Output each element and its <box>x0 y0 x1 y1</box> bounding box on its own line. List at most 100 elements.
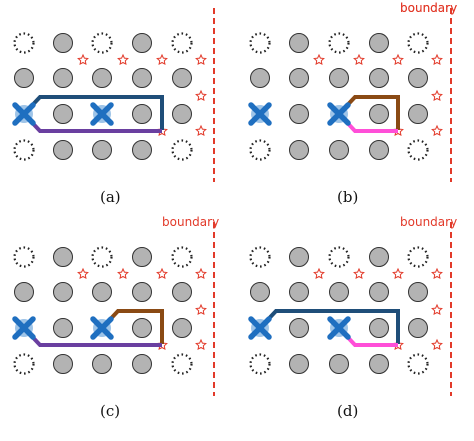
filled-node <box>53 282 73 302</box>
filled-node <box>172 318 192 338</box>
filled-node <box>132 282 152 302</box>
filled-node <box>289 104 309 124</box>
filled-node <box>369 140 389 160</box>
star-site <box>195 89 207 102</box>
star-site <box>156 53 168 66</box>
open-node <box>91 32 113 54</box>
filled-node <box>289 247 309 267</box>
filled-node <box>53 33 73 53</box>
filled-node <box>250 282 270 302</box>
star-site <box>431 303 443 316</box>
filled-node <box>132 247 152 267</box>
panel-caption: (d) <box>337 402 358 420</box>
filled-node <box>289 282 309 302</box>
filled-node <box>53 354 73 374</box>
open-node <box>13 246 35 268</box>
filled-node <box>289 140 309 160</box>
filled-node <box>14 68 34 88</box>
filled-node <box>369 68 389 88</box>
star-site <box>431 267 443 280</box>
filled-node <box>369 282 389 302</box>
open-node <box>407 246 429 268</box>
lattice <box>249 32 429 161</box>
star-sites <box>313 53 443 137</box>
open-node <box>171 139 193 161</box>
filled-node <box>369 247 389 267</box>
open-node <box>328 246 350 268</box>
lattice <box>13 246 193 375</box>
x-mark-icon <box>90 316 114 340</box>
star-site <box>431 338 443 351</box>
panel-caption: (a) <box>100 188 121 206</box>
filled-node <box>132 33 152 53</box>
star-site <box>431 124 443 137</box>
star-site <box>392 267 404 280</box>
filled-node <box>369 104 389 124</box>
boundary-label: boundary <box>400 1 457 15</box>
open-node <box>91 246 113 268</box>
boundary-label: boundary <box>162 215 219 229</box>
open-node <box>328 32 350 54</box>
open-node <box>407 139 429 161</box>
open-node <box>249 139 271 161</box>
filled-node <box>53 68 73 88</box>
x-mark-icon <box>90 102 114 126</box>
star-site <box>156 267 168 280</box>
filled-node <box>329 68 349 88</box>
filled-node <box>53 247 73 267</box>
panel-caption: (c) <box>100 402 120 420</box>
boundary-label: boundary <box>400 215 457 229</box>
open-node <box>171 32 193 54</box>
filled-node <box>172 68 192 88</box>
open-node <box>13 32 35 54</box>
open-node <box>249 353 271 375</box>
star-site <box>77 267 89 280</box>
filled-node <box>132 140 152 160</box>
filled-node <box>53 104 73 124</box>
filled-node <box>92 68 112 88</box>
star-site <box>195 303 207 316</box>
star-site <box>195 267 207 280</box>
open-node <box>249 32 271 54</box>
star-site <box>353 53 365 66</box>
star-site <box>117 53 129 66</box>
filled-node <box>289 354 309 374</box>
boundary-label: boundary <box>400 1 457 15</box>
filled-node <box>132 68 152 88</box>
star-site <box>195 53 207 66</box>
open-node <box>249 246 271 268</box>
x-mark-icon <box>12 316 36 340</box>
star-site <box>431 53 443 66</box>
filled-node <box>408 318 428 338</box>
lattice <box>13 32 193 161</box>
panel-b: boundary <box>248 1 457 206</box>
filled-node <box>172 104 192 124</box>
star-site <box>353 267 365 280</box>
filled-node <box>369 33 389 53</box>
filled-node <box>369 354 389 374</box>
filled-node <box>250 68 270 88</box>
filled-node <box>369 318 389 338</box>
open-node <box>13 139 35 161</box>
filled-node <box>132 318 152 338</box>
filled-node <box>53 140 73 160</box>
panel-a: boundary <box>12 1 457 206</box>
open-node <box>171 353 193 375</box>
filled-node <box>53 318 73 338</box>
filled-node <box>14 282 34 302</box>
lattice <box>249 246 429 375</box>
filled-node <box>289 68 309 88</box>
open-node <box>407 353 429 375</box>
star-site <box>117 267 129 280</box>
filled-node <box>172 282 192 302</box>
star-site <box>195 124 207 137</box>
filled-node <box>329 354 349 374</box>
star-site <box>195 338 207 351</box>
filled-node <box>289 318 309 338</box>
filled-node <box>92 140 112 160</box>
filled-node <box>329 282 349 302</box>
x-mark-icon <box>12 102 36 126</box>
star-site <box>77 53 89 66</box>
filled-node <box>329 140 349 160</box>
